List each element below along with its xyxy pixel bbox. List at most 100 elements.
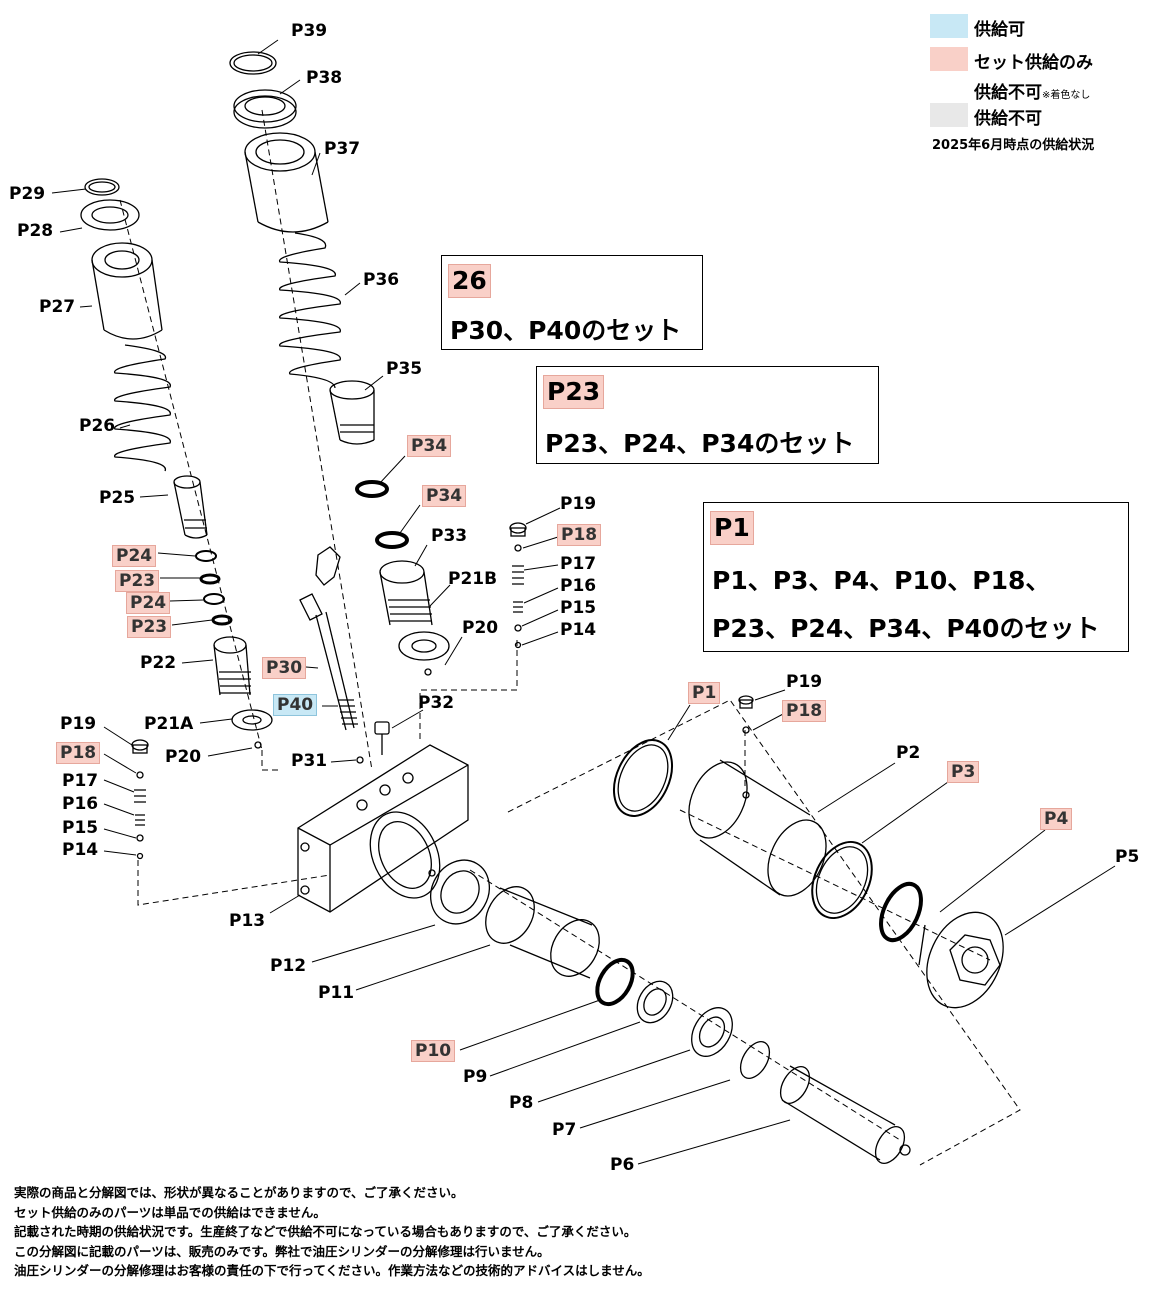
part-p13-base xyxy=(297,744,469,913)
label-p34-upper: P34 xyxy=(407,435,452,457)
set-box-26-line-1: P30、P40のセット xyxy=(450,316,682,345)
label-p36: P36 xyxy=(363,270,400,290)
legend-label-unavailable: 供給不可 xyxy=(974,109,1042,129)
set-box-p23-code: P23 xyxy=(543,375,605,409)
label-p28: P28 xyxy=(17,221,54,241)
label-p19-top: P19 xyxy=(786,672,823,692)
label-p21b: P21B xyxy=(448,569,498,589)
part-p21a-washer xyxy=(231,709,273,731)
legend-note-no-color: ※着色なし xyxy=(1042,90,1091,101)
label-p14-left: P14 xyxy=(62,840,99,860)
part-p8-piston xyxy=(691,1007,733,1057)
supply-status-date: 2025年6月時点の供給状況 xyxy=(932,138,1095,153)
label-p32: P32 xyxy=(418,693,455,713)
label-p16-right: P16 xyxy=(560,576,597,596)
label-p22: P22 xyxy=(140,653,177,673)
part-p36-spring xyxy=(278,232,341,389)
note-line-2: セット供給のみのパーツは単品での供給はできません。 xyxy=(14,1204,326,1220)
set-box-p1: P1 P1、P3、P4、P10、P18、 P23、P24、P34、P40のセット xyxy=(703,502,1129,652)
label-p25: P25 xyxy=(99,488,136,508)
note-line-1: 実際の商品と分解図では、形状が異なることがありますので、ご了承ください。 xyxy=(14,1185,464,1200)
assembly-axis-lines xyxy=(119,109,1021,1166)
label-p18-left: P18 xyxy=(56,742,101,764)
legend-label-unavailable-no-color: 供給不可 xyxy=(974,83,1042,103)
part-p29-ring xyxy=(84,178,120,196)
part-p20-ball-upper xyxy=(424,668,432,676)
set-box-p1-line-2: P23、P24、P34、P40のセット xyxy=(712,614,1100,643)
label-p27: P27 xyxy=(39,297,76,317)
part-p10-oring xyxy=(595,957,635,1007)
label-p40: P40 xyxy=(273,694,318,716)
label-p7: P7 xyxy=(552,1120,577,1140)
label-p4: P4 xyxy=(1040,808,1073,830)
label-p34-lower: P34 xyxy=(422,485,467,507)
label-p23-2: P23 xyxy=(127,616,172,638)
label-p8: P8 xyxy=(509,1093,534,1113)
part-p22-body xyxy=(213,636,251,696)
label-p18-top: P18 xyxy=(782,700,827,722)
label-p35: P35 xyxy=(386,359,423,379)
legend-label-available: 供給可 xyxy=(974,20,1025,40)
label-p11: P11 xyxy=(318,983,355,1003)
label-p14-right: P14 xyxy=(560,620,597,640)
valve-stack-right xyxy=(509,522,527,649)
part-p37-cylinder xyxy=(244,132,329,233)
set-box-p1-code: P1 xyxy=(710,511,754,545)
label-p6: P6 xyxy=(610,1155,635,1175)
part-p7-clip xyxy=(739,1041,771,1079)
set-box-p23-line-1: P23、P24、P34のセット xyxy=(545,429,855,458)
label-p20-lower: P20 xyxy=(165,747,202,767)
label-p15-right: P15 xyxy=(560,598,597,618)
label-p18-right: P18 xyxy=(557,524,602,546)
part-p35-piston xyxy=(329,380,375,445)
part-p6-rod xyxy=(779,1065,911,1164)
part-p26-spring xyxy=(114,344,171,472)
note-line-4: この分解図に記載のパーツは、販売のみです。弊社で油圧シリンダーの分解修理は行いま… xyxy=(14,1243,550,1259)
label-p13: P13 xyxy=(229,911,266,931)
note-line-5: 油圧シリンダーの分解修理はお客様の責任の下で行ってください。作業方法などの技術的… xyxy=(14,1263,650,1278)
label-p15-left: P15 xyxy=(62,818,99,838)
part-p34-oring-upper xyxy=(355,480,389,498)
part-p20-ball-lower xyxy=(254,741,262,749)
part-p2-sleeve xyxy=(688,759,827,897)
label-p31: P31 xyxy=(291,751,328,771)
part-p23-oring-2 xyxy=(211,614,233,626)
part-p34-oring-lower xyxy=(375,531,409,549)
footer-notes: 実際の商品と分解図では、形状が異なることがありますので、ご了承ください。 セット… xyxy=(14,1183,650,1281)
legend-label-unavailable-no-color-wrap: 供給不可※着色なし xyxy=(974,78,1090,103)
set-box-26-code: 26 xyxy=(448,264,491,298)
part-p5-cap xyxy=(918,911,1004,1009)
part-p24-ring-2 xyxy=(203,593,225,605)
label-p19-left: P19 xyxy=(60,714,97,734)
part-p24-ring-1 xyxy=(195,550,217,562)
part-p9-ring xyxy=(636,980,674,1024)
part-p33-body xyxy=(379,560,433,626)
part-p31-ball xyxy=(356,756,364,764)
label-p16-left: P16 xyxy=(62,794,99,814)
part-p12-washer xyxy=(430,859,490,925)
label-p26: P26 xyxy=(79,416,116,436)
label-p24-1: P24 xyxy=(112,545,157,567)
legend-swatch-unavailable xyxy=(930,103,968,127)
label-p38: P38 xyxy=(306,68,343,88)
label-p37: P37 xyxy=(324,139,361,159)
legend-swatch-available xyxy=(930,14,968,38)
leader-lines xyxy=(51,39,1116,1165)
label-p10: P10 xyxy=(411,1040,456,1062)
label-p12: P12 xyxy=(270,956,307,976)
part-p19-p18-screw xyxy=(738,695,754,734)
part-p4-oring xyxy=(879,881,923,943)
part-p39-ring xyxy=(229,51,277,75)
label-p1: P1 xyxy=(688,682,721,704)
part-p11-cylinder xyxy=(485,886,600,979)
part-p28-seal xyxy=(80,199,140,231)
label-p17-left: P17 xyxy=(62,771,99,791)
set-box-p23: P23 P23、P24、P34のセット xyxy=(536,366,879,464)
part-p27-cylinder xyxy=(91,242,163,340)
legend-label-set-only: セット供給のみ xyxy=(974,53,1093,73)
legend-swatch-set-only xyxy=(930,47,968,71)
part-p32-screw xyxy=(374,721,390,755)
part-p23-oring-1 xyxy=(199,573,221,585)
part-p1-ring xyxy=(612,739,674,817)
